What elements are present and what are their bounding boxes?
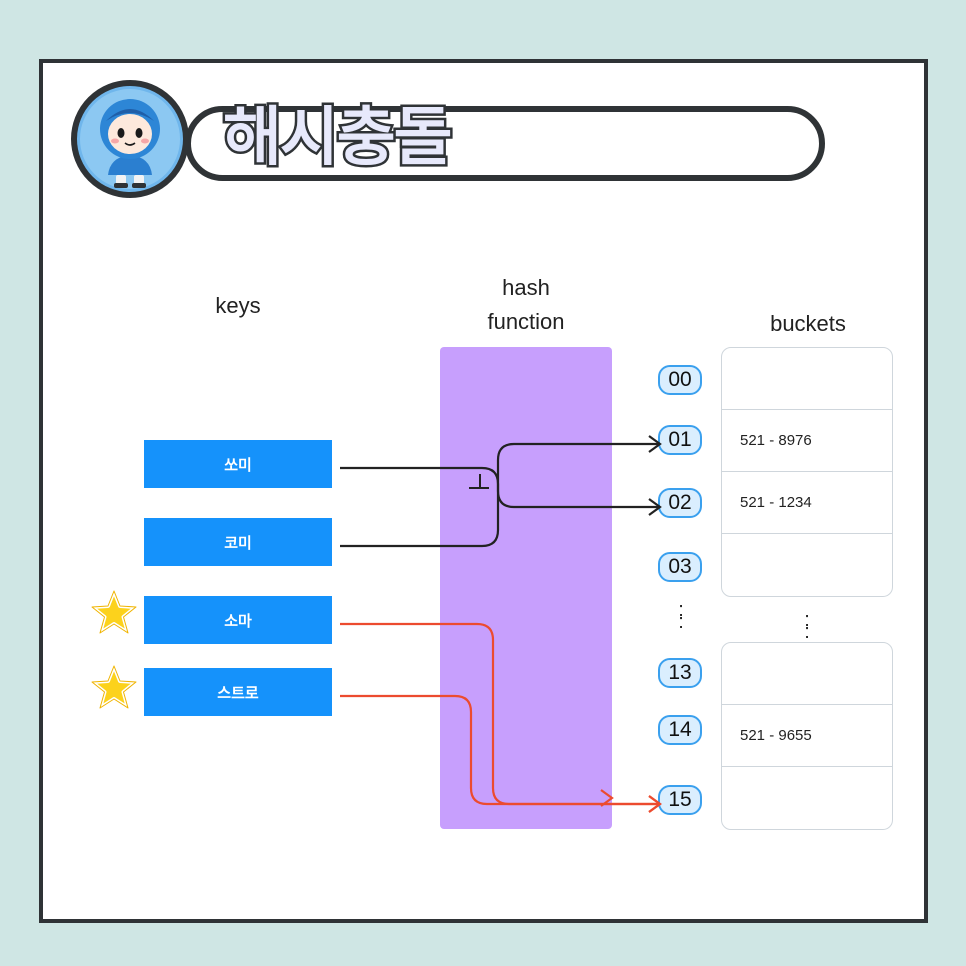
key-box: 코미 bbox=[144, 518, 332, 566]
bucket-cell bbox=[722, 643, 892, 705]
key-box: 스트로 bbox=[144, 668, 332, 716]
bucket-index: 02 bbox=[658, 488, 702, 518]
bucket-ellipsis: : bbox=[804, 609, 810, 631]
key-box: 쏘미 bbox=[144, 440, 332, 488]
bucket-group: 521 - 9655 bbox=[721, 642, 893, 830]
title-banner bbox=[185, 106, 825, 181]
bucket-cell bbox=[722, 534, 892, 596]
bucket-ellipsis: : bbox=[804, 621, 810, 643]
bucket-index: 01 bbox=[658, 425, 702, 455]
bucket-cell bbox=[722, 348, 892, 410]
diagram-frame: 해시충돌 keys hash function buckets 쏘미 코미 소마… bbox=[39, 59, 928, 923]
bucket-index: 03 bbox=[658, 552, 702, 582]
bucket-index: 00 bbox=[658, 365, 702, 395]
hash-function-block bbox=[440, 347, 612, 829]
hooded-character-avatar-icon bbox=[71, 80, 189, 198]
star-icon bbox=[90, 589, 138, 635]
page-title: 해시충돌 bbox=[221, 99, 456, 178]
index-ellipsis: : bbox=[678, 599, 684, 621]
avatar bbox=[70, 79, 190, 199]
key-box: 소마 bbox=[144, 596, 332, 644]
bucket-group: 521 - 8976 521 - 1234 bbox=[721, 347, 893, 597]
keys-heading: keys bbox=[215, 293, 261, 318]
buckets-heading: buckets bbox=[770, 311, 846, 336]
bucket-index: 13 bbox=[658, 658, 702, 688]
index-ellipsis: : bbox=[678, 611, 684, 633]
bucket-index: 14 bbox=[658, 715, 702, 745]
star-icon bbox=[90, 664, 138, 710]
bucket-index: 15 bbox=[658, 785, 702, 815]
bucket-cell bbox=[722, 767, 892, 829]
bucket-cell: 521 - 8976 bbox=[722, 410, 892, 472]
bucket-cell: 521 - 9655 bbox=[722, 705, 892, 767]
hash-function-heading: hash function bbox=[487, 275, 565, 334]
bucket-cell: 521 - 1234 bbox=[722, 472, 892, 534]
